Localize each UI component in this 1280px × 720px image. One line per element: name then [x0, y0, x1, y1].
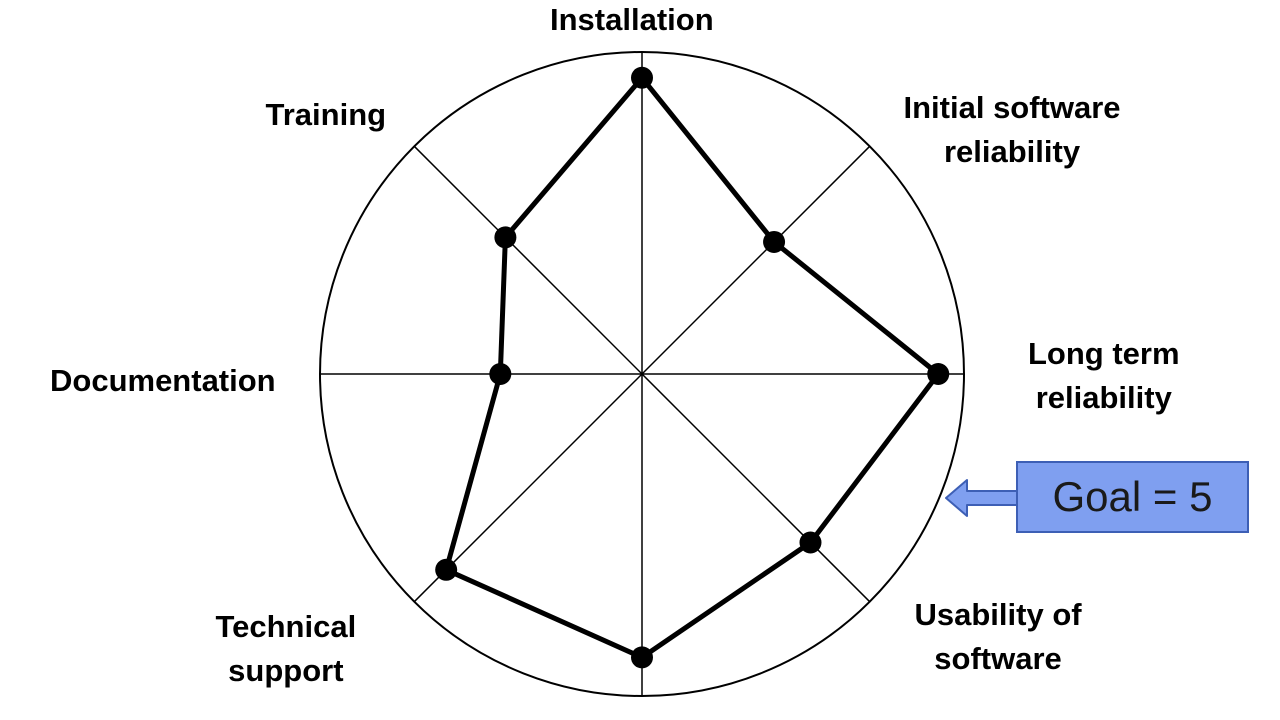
axis-label: Training: [266, 93, 387, 137]
radar-data-point: [631, 646, 653, 669]
radar-spoke: [641, 373, 871, 603]
axis-label: Technical support: [216, 605, 357, 693]
radar-data-point: [763, 230, 786, 253]
axis-label: Long term reliability: [1028, 332, 1180, 420]
goal-label: Goal = 5: [1016, 461, 1249, 533]
radar-spoke: [413, 145, 643, 375]
axis-label-line: Initial software: [903, 90, 1121, 125]
axis-label-line: Training: [265, 97, 387, 132]
goal-arrow-icon: [945, 479, 1020, 517]
radar-data-point: [489, 363, 512, 385]
goal-callout: Goal = 5: [943, 460, 1253, 536]
radar-data-point: [435, 558, 458, 581]
radar-data-point: [631, 66, 653, 89]
axis-label: Installation: [550, 0, 714, 42]
axis-label-line: reliability: [943, 134, 1081, 169]
radar-series-line: [443, 75, 941, 660]
axis-label-line: Documentation: [50, 363, 276, 398]
axis-label-line: support: [228, 653, 344, 688]
axis-label-line: Long term: [1028, 336, 1180, 371]
axis-label-line: Usability of: [914, 597, 1082, 632]
radar-data-point: [927, 363, 950, 385]
axis-label: Usability of software: [915, 593, 1082, 681]
axis-label-line: reliability: [1035, 380, 1172, 415]
axis-label-line: software: [934, 641, 1062, 676]
radar-spoke: [641, 145, 871, 375]
axis-label: Initial software reliability: [904, 86, 1121, 174]
radar-data-point: [799, 531, 822, 554]
axis-label-line: Installation: [550, 2, 714, 37]
radar-data-point: [494, 226, 517, 249]
axis-label: Documentation: [50, 359, 276, 403]
axis-label-line: Technical: [215, 609, 357, 644]
